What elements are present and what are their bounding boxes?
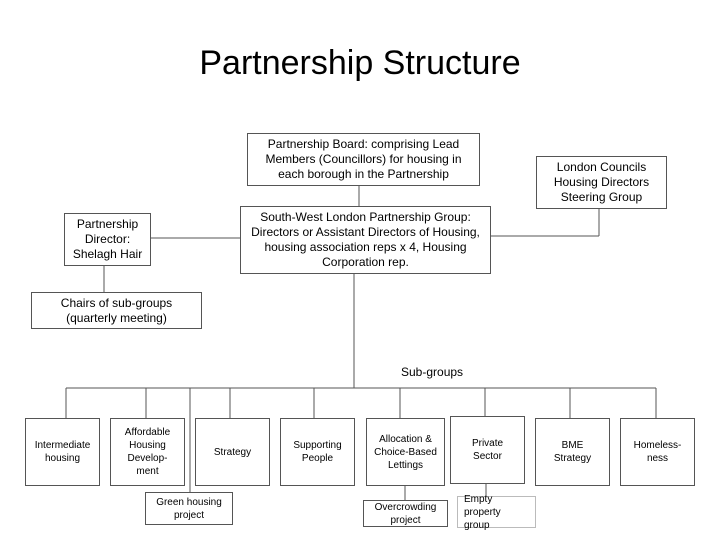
subgroup-allocation-lettings: Allocation & Choice-Based Lettings: [366, 418, 445, 486]
empty-property-box: Empty property group: [457, 494, 536, 531]
subgroup-private-sector: Private Sector: [450, 416, 525, 484]
swlp-group-box: South-West London Partnership Group: Dir…: [240, 206, 491, 274]
subgroup-label: BME Strategy: [553, 440, 592, 464]
subgroup-label: Intermediate housing: [34, 440, 91, 464]
subgroup-label: Private Sector: [471, 438, 504, 462]
subgroups-label: Sub-groups: [401, 365, 464, 379]
chairs-subgroups-text: Chairs of sub-groups (quarterly meeting): [60, 295, 173, 325]
partnership-director-box: Partnership Director: Shelagh Hair: [64, 213, 151, 266]
partnership-board-text: Partnership Board: comprising Lead Membe…: [265, 137, 462, 181]
london-councils-box: London Councils Housing Directors Steeri…: [536, 156, 667, 209]
overcrowding-box: Overcrowding project: [363, 500, 448, 527]
green-housing-text: Green housing project: [156, 496, 222, 521]
subgroup-label: Allocation & Choice-Based Lettings: [374, 433, 437, 471]
empty-property-text: Empty property group: [464, 493, 501, 531]
partnership-board-box: Partnership Board: comprising Lead Membe…: [247, 133, 480, 186]
london-councils-text: London Councils Housing Directors Steeri…: [553, 160, 650, 204]
chairs-subgroups-box: Chairs of sub-groups (quarterly meeting): [31, 292, 202, 329]
subgroup-label: Supporting People: [293, 440, 342, 464]
subgroup-supporting-people: Supporting People: [280, 418, 355, 486]
subgroup-bme-strategy: BME Strategy: [535, 418, 610, 486]
overcrowding-text: Overcrowding project: [374, 501, 437, 526]
subgroup-strategy: Strategy: [195, 418, 270, 486]
partnership-director-text: Partnership Director: Shelagh Hair: [72, 217, 143, 261]
subgroup-homelessness: Homeless-ness: [620, 418, 695, 486]
green-housing-box: Green housing project: [145, 492, 233, 525]
subgroup-intermediate-housing: Intermediate housing: [25, 418, 100, 486]
subgroup-affordable-housing: Affordable Housing Develop-ment: [110, 418, 185, 486]
swlp-group-text: South-West London Partnership Group: Dir…: [251, 210, 480, 269]
subgroup-label: Affordable Housing Develop-ment: [124, 427, 171, 477]
subgroup-label: Homeless-ness: [633, 440, 682, 464]
subgroup-label: Strategy: [213, 446, 252, 458]
page-title: Partnership Structure: [199, 44, 521, 82]
